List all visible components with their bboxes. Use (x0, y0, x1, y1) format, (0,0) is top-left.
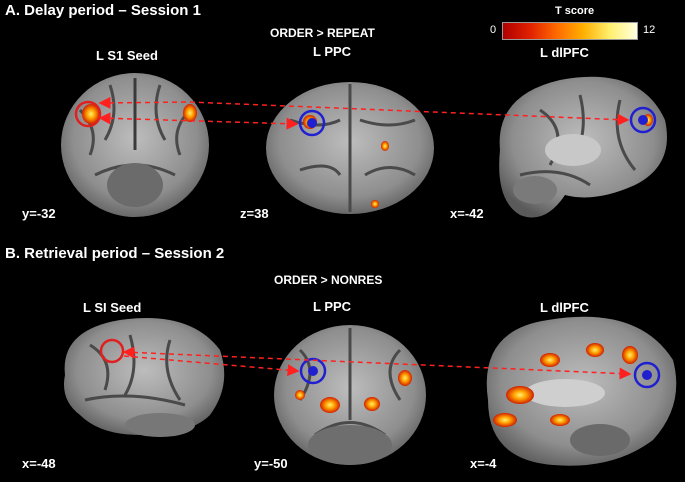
panel-a-seed-label: L S1 Seed (96, 48, 158, 63)
arrow-a-seed-dlpfc (189, 101, 630, 126)
dlpfc-target-b (633, 361, 661, 389)
panel-b-medial-slice (486, 316, 677, 466)
panel-a-contrast: ORDER > REPEAT (270, 26, 375, 40)
colorbar-min: 0 (490, 24, 497, 36)
panel-b-dlpfc-label: L dlPFC (540, 300, 589, 315)
panel-a-sagittal-slice (499, 76, 667, 218)
panel-a-title: A. Delay period – Session 1 (5, 2, 201, 19)
colorbar-gradient (502, 22, 638, 40)
panel-a-coronal-slice (61, 73, 209, 217)
panel-b-title: B. Retrieval period – Session 2 (5, 245, 225, 262)
dlpfc-target-a (629, 106, 657, 134)
arrow-a-seed-ppc (98, 112, 299, 130)
panel-a-dlpfc-label: L dlPFC (540, 45, 589, 60)
panel-b-coronal-slice (274, 325, 426, 465)
arrow-a-seed-right (98, 96, 191, 109)
panel-b-ppc-coord: y=-50 (254, 456, 288, 471)
panel-a-seed-coord: y=-32 (22, 206, 56, 221)
panel-a-axial-slice (266, 82, 434, 214)
panel-b-seed-label: L SI Seed (83, 300, 142, 315)
ppc-target-a (298, 109, 326, 137)
colorbar-max: 12 (643, 24, 656, 36)
panel-a-ppc-coord: z=38 (240, 206, 269, 221)
arrow-b-seed-ppc (123, 355, 300, 377)
panel-b-dlpfc-coord: x=-4 (470, 456, 497, 471)
panel-b-seed-coord: x=-48 (22, 456, 56, 471)
panel-b-sagittal-slice (64, 318, 225, 437)
colorbar-title: T score (555, 5, 595, 17)
arrow-b-seed-dlpfc (122, 346, 632, 380)
panel-a-dlpfc-coord: x=-42 (450, 206, 484, 221)
panel-a-ppc-label: L PPC (313, 44, 352, 59)
panel-b-ppc-label: L PPC (313, 299, 352, 314)
panel-b-contrast: ORDER > NONRES (274, 273, 383, 287)
